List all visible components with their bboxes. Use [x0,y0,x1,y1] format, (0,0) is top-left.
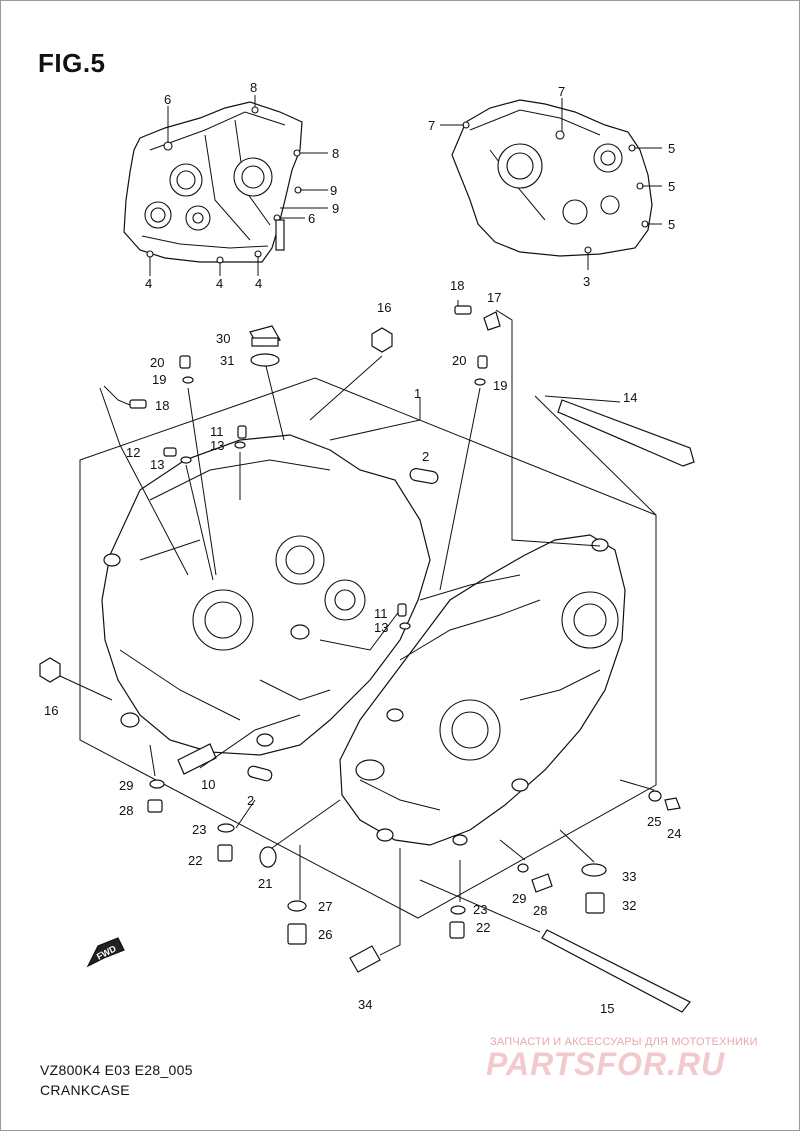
callout-5: 5 [668,141,675,156]
crankcase-left-half-inset [123,95,328,276]
callout-2: 2 [247,793,254,808]
figure-title: FIG.5 [38,48,106,78]
callout-5: 5 [668,179,675,194]
callout-30: 30 [216,331,230,346]
assembly-outline [79,377,657,919]
callout-20: 20 [452,353,466,368]
callout-9: 9 [332,201,339,216]
callout-19: 19 [493,378,507,393]
callout-23: 23 [192,822,206,837]
callout-13: 13 [374,620,388,635]
callout-13: 13 [150,457,164,472]
callout-6: 6 [308,211,315,226]
callout-2: 2 [422,449,429,464]
leader-lines [59,300,655,956]
callout-3: 3 [583,274,590,289]
callout-18: 18 [155,398,169,413]
callout-17: 17 [487,290,501,305]
watermark-subtitle: ЗАПЧАСТИ И АКСЕССУАРЫ ДЛЯ МОТОТЕХНИКИ [490,1036,758,1048]
callout-22: 22 [188,853,202,868]
callout-29: 29 [119,778,133,793]
callout-28: 28 [533,903,547,918]
callout-18: 18 [450,278,464,293]
model-code: VZ800K4 E03 E28_005 [40,1062,193,1078]
callout-16: 16 [44,703,58,718]
callout-1: 1 [414,386,421,401]
callout-12: 12 [126,445,140,460]
callout-8: 8 [332,146,339,161]
callout-21: 21 [258,876,272,891]
watermark-logo: PARTSFOR.RU [486,1046,726,1082]
callout-6: 6 [164,92,171,107]
callout-33: 33 [622,869,636,884]
crankcase-main-right [339,534,626,846]
callout-28: 28 [119,803,133,818]
callout-14: 14 [623,390,637,405]
callout-29: 29 [512,891,526,906]
callout-22: 22 [476,920,490,935]
callout-13: 13 [210,438,224,453]
crankcase-right-half-inset [440,98,662,270]
callout-32: 32 [622,898,636,913]
callout-11: 11 [374,606,388,621]
callout-labels: 6 8 8 9 9 6 4 4 4 7 7 5 5 5 3 18 17 16 3… [44,80,681,1016]
callout-4: 4 [216,276,223,291]
callout-4: 4 [145,276,152,291]
callout-5: 5 [668,217,675,232]
callout-23: 23 [473,902,487,917]
callout-8: 8 [250,80,257,95]
callout-24: 24 [667,826,681,841]
crankcase-main-left [101,434,431,756]
callout-31: 31 [220,353,234,368]
callout-7: 7 [428,118,435,133]
callout-10: 10 [201,777,215,792]
callout-4: 4 [255,276,262,291]
callout-26: 26 [318,927,332,942]
callout-25: 25 [647,814,661,829]
callout-27: 27 [318,899,332,914]
callout-20: 20 [150,355,164,370]
fwd-arrow-icon [86,937,125,968]
figure-caption: CRANKCASE [40,1082,130,1098]
callout-19: 19 [152,372,166,387]
callout-16: 16 [377,300,391,315]
callout-9: 9 [330,183,337,198]
callout-34: 34 [358,997,372,1012]
callout-7: 7 [558,84,565,99]
callout-11: 11 [210,424,224,439]
callout-15: 15 [600,1001,614,1016]
